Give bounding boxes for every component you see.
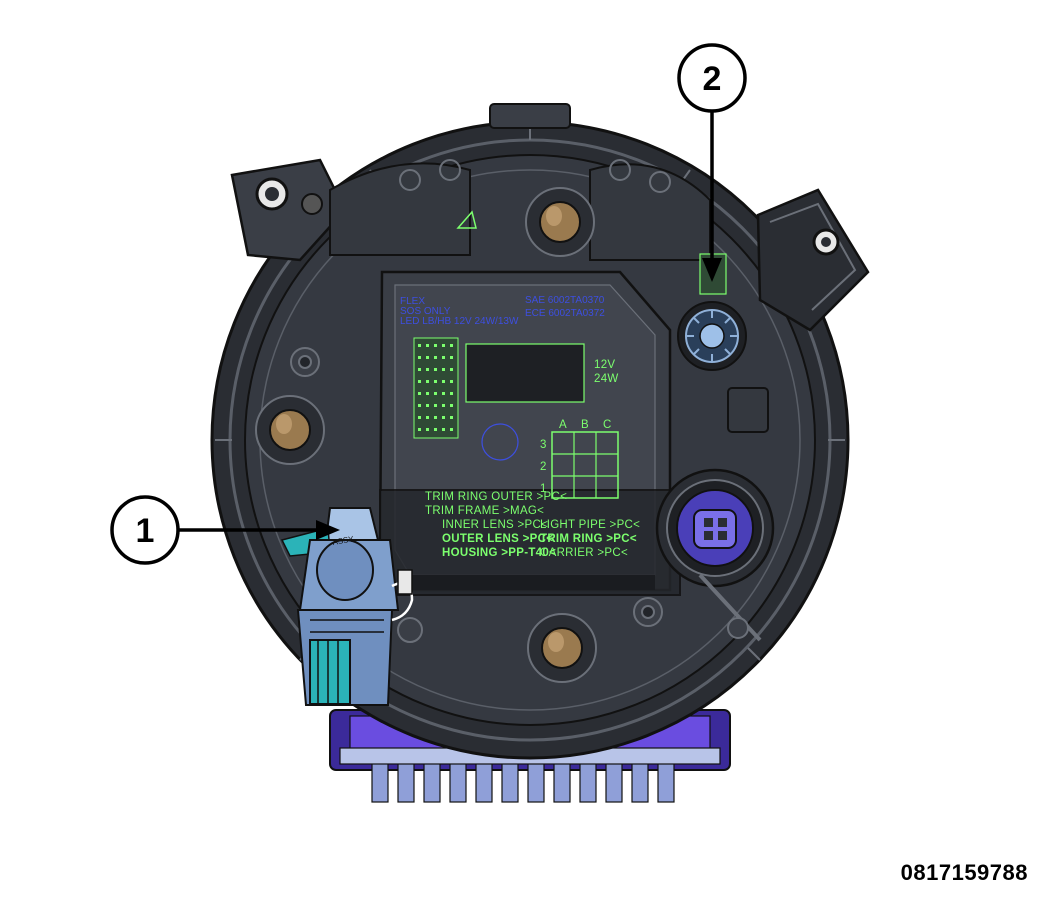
brand-submark: SOS ONLY	[400, 306, 451, 317]
abc-grid: A B C 3 2 1	[540, 419, 619, 499]
grid-row-1: 1	[540, 483, 547, 495]
callout-2: 2	[677, 43, 747, 282]
rating-text: LED LB/HB 12V 24W/13W	[400, 316, 519, 327]
left-mounting-bracket	[230, 158, 347, 262]
grid-col-b: B	[581, 419, 589, 431]
grid-row-2: 2	[540, 461, 547, 473]
grid-col-a: A	[559, 419, 567, 431]
material-3: INNER LENS >PC<	[442, 519, 548, 531]
volt-text: 12V	[594, 359, 615, 371]
grid-col-c: C	[603, 419, 612, 431]
bolt-left	[255, 395, 325, 465]
inner-panel	[378, 270, 681, 596]
material-4: OUTER LENS >PC<	[442, 533, 553, 545]
callout-1: 1	[110, 495, 340, 565]
material-right-2: TRIM RING >PC<	[540, 533, 637, 545]
material-1: TRIM RING OUTER >PC<	[425, 491, 567, 503]
molded-label-area: FLEX SOS ONLY LED LB/HB 12V 24W/13W SAE …	[400, 210, 640, 559]
material-right-3: CARRIER >PC<	[540, 547, 628, 559]
brand-mark: FLEX	[400, 296, 425, 307]
right-connector-block	[756, 188, 870, 332]
ece-text: ECE 6002TA0372	[525, 308, 605, 319]
watt-text: 24W	[594, 373, 619, 385]
callout-1-number: 1	[136, 512, 155, 550]
material-2: TRIM FRAME >MAG<	[425, 505, 544, 517]
svg-text:ASSY: ASSY	[332, 534, 355, 547]
grid-row-3: 3	[540, 439, 547, 451]
callout-2-arrowhead	[702, 258, 722, 282]
socket-connector	[655, 468, 775, 642]
material-5: HOUSING >PP-T40<	[442, 547, 556, 559]
vent-component	[677, 253, 769, 433]
bolt-bottom	[527, 613, 597, 683]
upper-ribs	[329, 103, 711, 261]
pigtail-connector: ASSY	[280, 507, 414, 706]
callout-1-arrowhead	[316, 520, 340, 540]
material-right-1: LIGHT PIPE >PC<	[540, 519, 640, 531]
callout-2-number: 2	[703, 60, 722, 98]
sae-text: SAE 6002TA0370	[525, 295, 605, 306]
small-screws	[290, 347, 663, 643]
figure-id: 0817159788	[900, 860, 1028, 885]
bolt-top	[525, 187, 595, 257]
